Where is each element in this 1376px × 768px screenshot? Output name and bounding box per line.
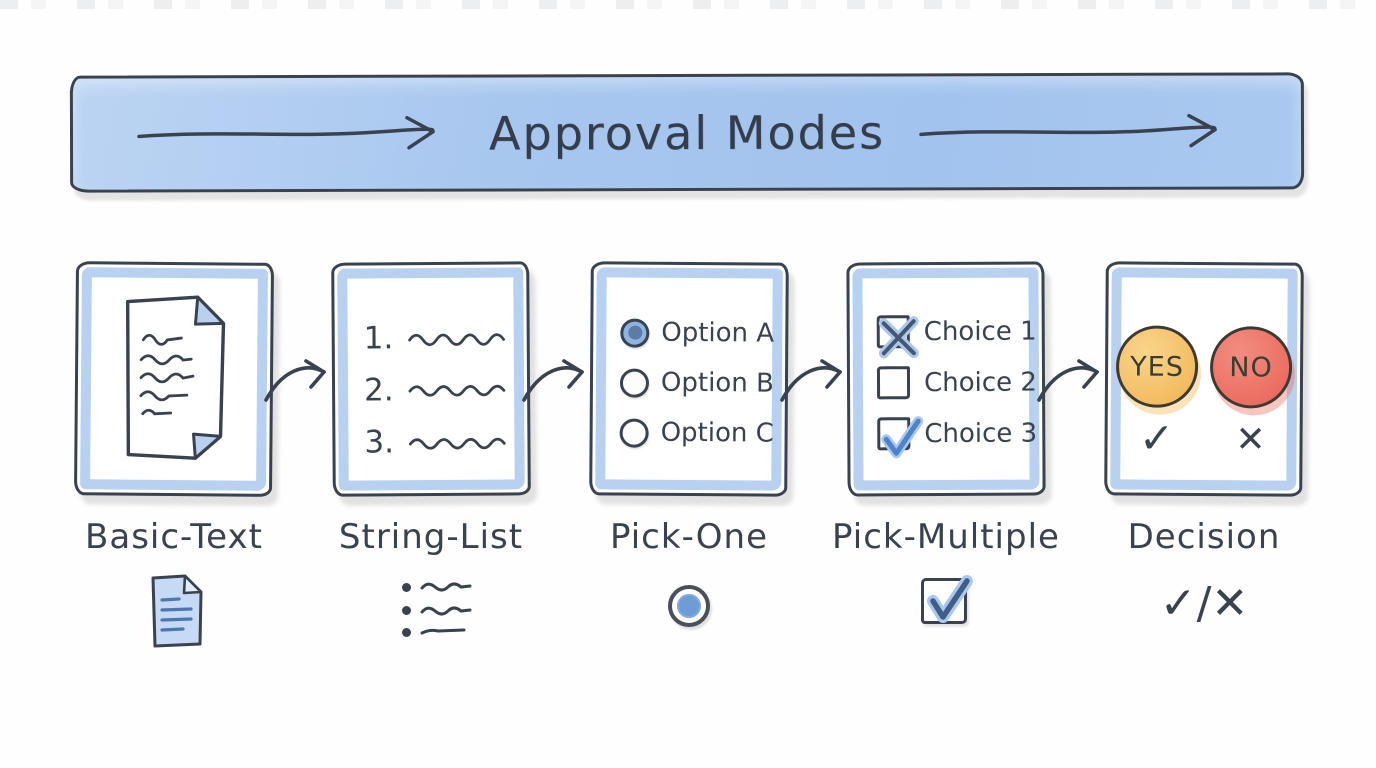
list-item-row: 2.	[364, 363, 514, 416]
radio-option-row: Option B	[619, 358, 774, 409]
bullet-dot	[402, 605, 411, 615]
header-banner: Approval Modes	[69, 72, 1305, 193]
checkbox-label: Choice 3	[924, 418, 1038, 449]
list-item-number: 2.	[363, 372, 394, 409]
right-arrow-icon	[919, 113, 1217, 147]
checkbox-label: Choice 1	[923, 316, 1037, 347]
yes-button: YES	[1115, 325, 1199, 408]
checkbox-label: Choice 2	[923, 367, 1037, 398]
squiggle-line-icon	[408, 384, 505, 397]
checkbox-crossed-icon	[876, 315, 919, 359]
document-icon	[151, 574, 203, 648]
radio-icon	[619, 418, 649, 448]
list-item-number: 1.	[363, 320, 394, 357]
list-item-number: 3.	[364, 424, 395, 461]
check-slash-cross-glyph: ✓/✕	[1159, 578, 1249, 629]
card-frame: Option A Option B Option C	[595, 267, 783, 491]
radio-option-row: Option A	[620, 308, 775, 359]
check-glyph: ✓	[1138, 413, 1175, 463]
card-basic-text	[73, 261, 275, 497]
list-item-row: 3.	[364, 415, 514, 468]
radio-selected-icon	[668, 585, 710, 627]
card-string-list: 1. 2. 3.	[331, 261, 531, 497]
bullet-list-row	[402, 603, 472, 617]
radio-icon	[619, 368, 650, 398]
no-button: NO	[1209, 326, 1293, 409]
checkbox-row: Choice 3	[877, 408, 1037, 460]
list-item-row: 1.	[364, 311, 514, 364]
squiggle-line-icon	[407, 333, 505, 347]
radio-option-label: Option A	[661, 317, 775, 349]
card-decision: YES NO ✓ ✕	[1104, 261, 1304, 497]
card-label-string-list: String-List	[338, 517, 524, 557]
flow-arrow-icon	[522, 359, 584, 402]
document-icon	[125, 295, 226, 460]
checkbox-checked-icon	[921, 575, 973, 624]
radio-option-label: Option C	[660, 417, 774, 449]
bullet-list-icon	[402, 580, 472, 638]
bullet-list-row	[402, 580, 472, 594]
bullet-list-row	[402, 626, 472, 638]
card-label-pick-multiple: Pick-Multiple	[832, 517, 1060, 557]
flow-arrow-icon	[264, 359, 326, 402]
card-label-basic-text: Basic-Text	[85, 517, 263, 557]
card-frame: 1. 2. 3.	[337, 267, 525, 491]
radio-selected-icon	[620, 318, 650, 348]
checkbox-icon	[876, 366, 911, 400]
card-label-decision: Decision	[1127, 517, 1281, 557]
right-arrow-icon	[137, 115, 435, 149]
checkbox-checked-icon	[877, 416, 924, 459]
card-pick-one: Option A Option B Option C	[589, 261, 789, 497]
yes-button-label: YES	[1130, 350, 1185, 383]
card-frame: YES NO ✓ ✕	[1110, 267, 1298, 491]
card-frame	[80, 267, 268, 491]
flow-arrow-icon	[780, 359, 842, 402]
radio-option-row: Option C	[619, 408, 774, 459]
cross-glyph: ✕	[1235, 419, 1266, 461]
page-title: Approval Modes	[488, 104, 886, 161]
bullet-dot	[402, 627, 411, 637]
squiggle-line-icon	[408, 437, 506, 450]
radio-option-label: Option B	[660, 367, 774, 399]
radio-dot	[677, 594, 701, 618]
cropped-top-edge-artifacts	[0, 0, 1376, 9]
checkbox-row: Choice 1	[876, 306, 1037, 359]
card-frame: Choice 1 Choice 2 Choice 3	[852, 267, 1040, 491]
checkbox-row: Choice 2	[876, 357, 1037, 409]
no-button-label: NO	[1229, 351, 1273, 383]
flow-arrow-icon	[1037, 359, 1099, 402]
card-label-pick-one: Pick-One	[609, 517, 769, 557]
card-pick-multiple: Choice 1 Choice 2 Choice 3	[846, 261, 1046, 497]
bullet-dot	[402, 582, 411, 592]
